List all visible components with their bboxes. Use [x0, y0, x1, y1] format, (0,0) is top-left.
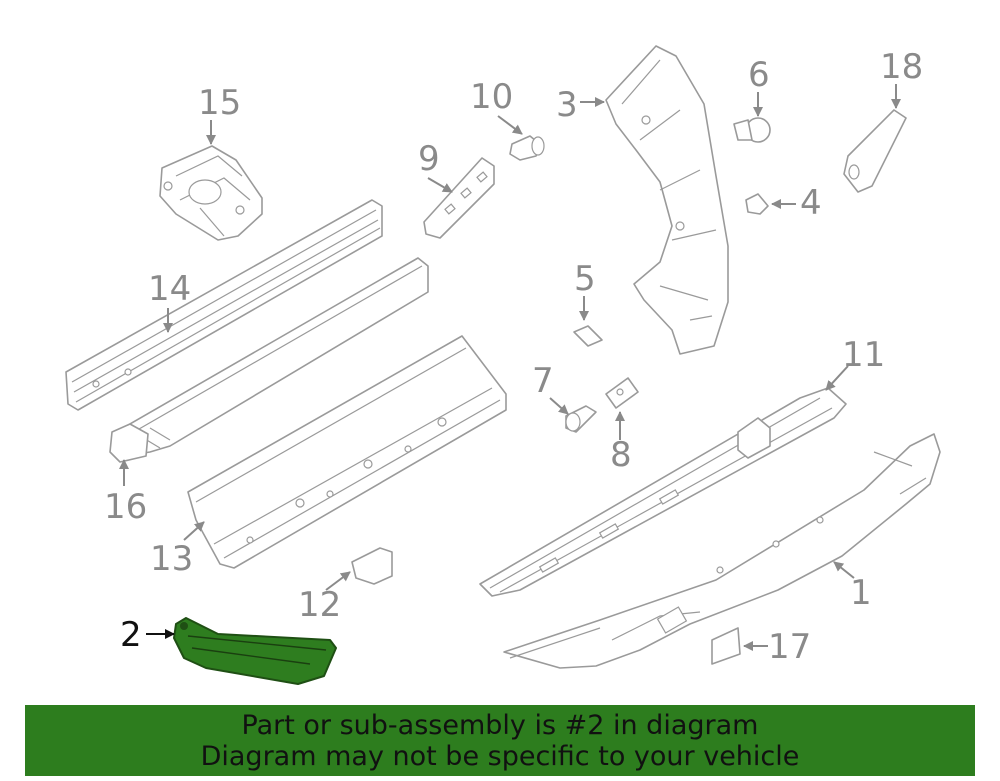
part-11-lower-bracket — [479, 387, 847, 597]
callout-3: 3 — [556, 85, 578, 125]
part-4-push-clip — [745, 193, 769, 215]
part-15-bracket — [159, 145, 263, 241]
part-7-fastener — [565, 405, 597, 433]
part-18-reflector — [843, 109, 907, 193]
callout-17: 17 — [768, 627, 811, 667]
banner-line-2: Diagram may not be specific to your vehi… — [200, 741, 800, 772]
part-16-energy-absorber — [109, 257, 429, 463]
callout-14: 14 — [148, 269, 191, 309]
part-12-clip-bracket — [351, 547, 393, 585]
part-3-side-bracket — [605, 45, 729, 355]
part-9-bracket — [423, 157, 495, 239]
callout-1: 1 — [850, 573, 872, 613]
leader-lines — [119, 84, 901, 651]
callout-18: 18 — [880, 47, 923, 87]
callout-5: 5 — [574, 259, 596, 299]
callout-9: 9 — [418, 139, 440, 179]
part-17-plate — [711, 627, 741, 665]
callout-7: 7 — [532, 361, 554, 401]
callout-10: 10 — [470, 77, 513, 117]
callout-4: 4 — [800, 183, 822, 223]
part-1-lower-cover — [503, 433, 941, 669]
info-banner: Part or sub-assembly is #2 in diagram Di… — [25, 705, 975, 776]
callout-2: 2 — [120, 615, 142, 655]
callout-6: 6 — [748, 55, 770, 95]
part-14-reinforcement-beam — [65, 199, 383, 411]
part-10-bolt — [509, 135, 545, 161]
part-5-clip — [573, 325, 603, 347]
callout-labels: 15 9 10 3 6 4 18 14 5 7 8 11 16 13 12 1 … — [104, 47, 923, 667]
callout-15: 15 — [198, 83, 241, 123]
callout-12: 12 — [298, 585, 341, 625]
part-8-nut-clip — [605, 377, 639, 409]
part-2-highlighted-trim — [173, 617, 337, 685]
callout-8: 8 — [610, 435, 632, 475]
callout-13: 13 — [150, 539, 193, 579]
part-6-grommet — [733, 117, 771, 143]
banner-line-1: Part or sub-assembly is #2 in diagram — [241, 710, 759, 741]
callout-11: 11 — [842, 335, 885, 375]
callout-16: 16 — [104, 487, 147, 527]
